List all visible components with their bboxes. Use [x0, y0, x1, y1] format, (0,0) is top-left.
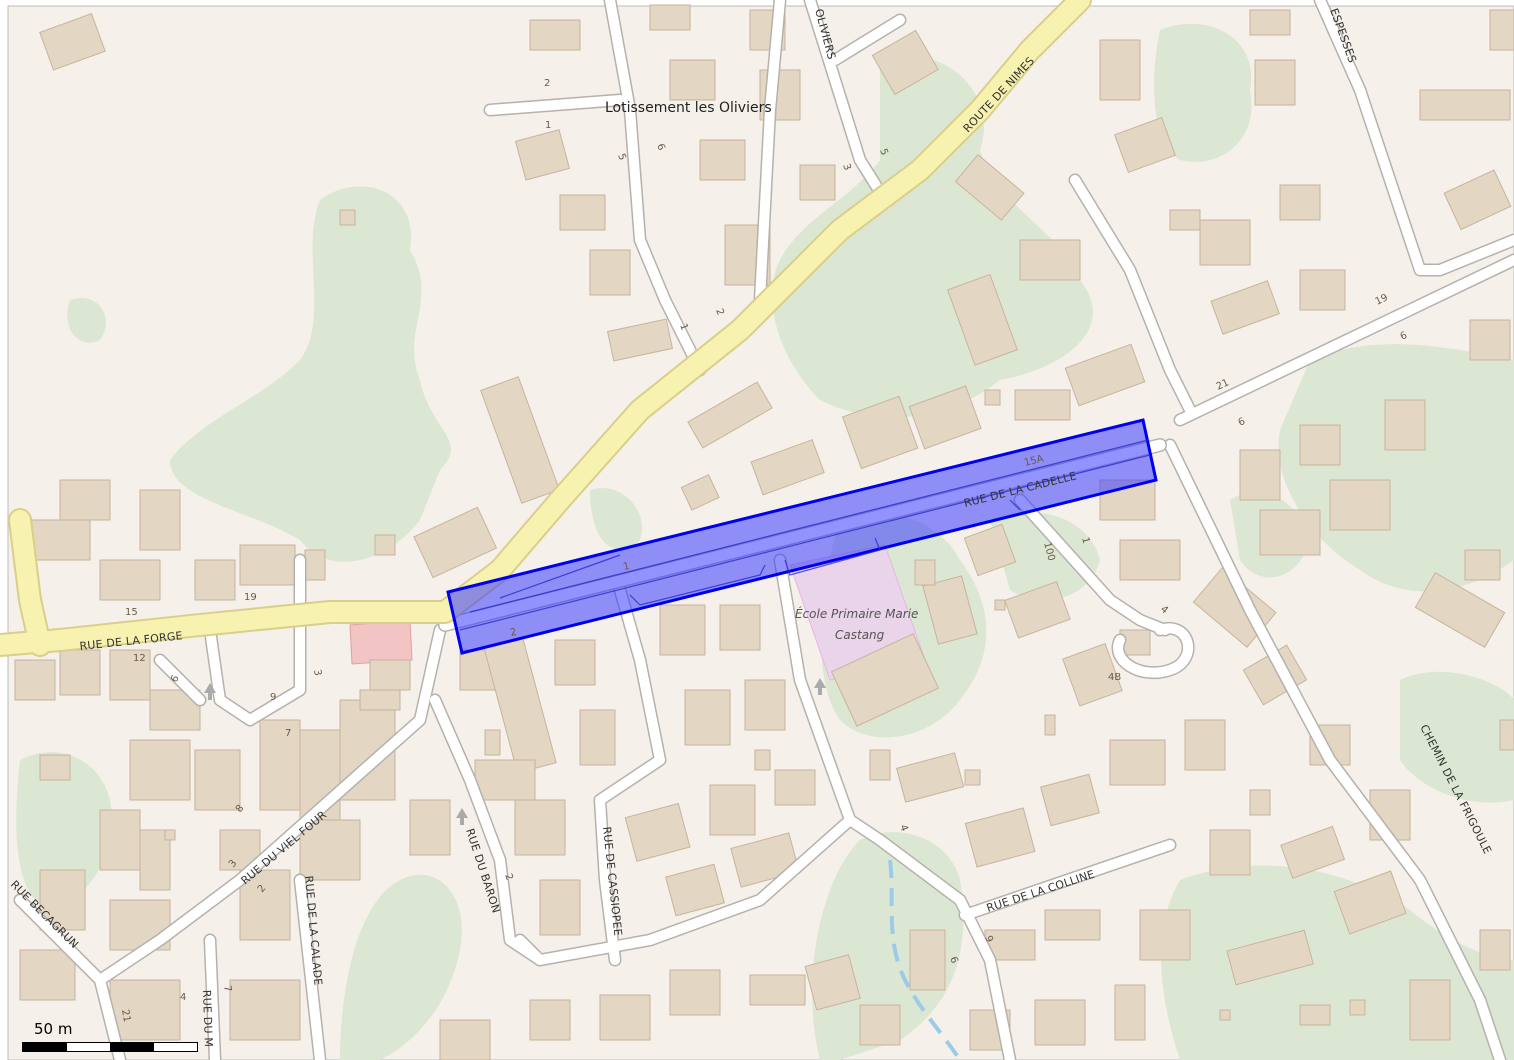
scale-segment	[110, 1043, 154, 1051]
scale-segment	[153, 1043, 197, 1051]
svg-text:15: 15	[125, 607, 138, 618]
svg-text:3: 3	[311, 669, 323, 677]
primary-roads[interactable]	[0, 0, 1092, 657]
svg-text:2: 2	[713, 307, 726, 317]
svg-text:9: 9	[270, 692, 276, 703]
svg-text:8: 8	[234, 803, 247, 815]
svg-text:9: 9	[982, 934, 995, 944]
house-numbers: 2 1 5 6 3 5 2 1 15A 1 2 19 15 12 6 9 3 7…	[119, 78, 1409, 1023]
buildings	[14, 4, 1514, 1060]
svg-text:6: 6	[1399, 330, 1409, 343]
scale-segment	[23, 1043, 67, 1051]
pink-area	[349, 619, 413, 665]
svg-text:2: 2	[509, 627, 518, 639]
svg-text:5: 5	[615, 152, 628, 162]
place-label-lotissement: Lotissement les Oliviers	[605, 100, 772, 116]
svg-text:4B: 4B	[1108, 672, 1121, 683]
selection-rue-de-la-cadelle[interactable]	[446, 418, 1158, 655]
svg-text:19: 19	[1374, 292, 1390, 307]
svg-text:2: 2	[256, 883, 269, 895]
svg-text:21: 21	[119, 1009, 132, 1023]
scale-label: 50 m	[34, 1020, 73, 1038]
svg-text:2: 2	[502, 872, 515, 882]
svg-text:3: 3	[840, 162, 853, 172]
svg-text:6: 6	[654, 142, 667, 152]
svg-text:5: 5	[877, 147, 890, 157]
svg-text:21: 21	[1215, 377, 1231, 392]
svg-text:19: 19	[244, 592, 257, 603]
selection-polygon[interactable]	[446, 418, 1158, 655]
svg-text:1: 1	[1079, 536, 1091, 545]
poi-label-school-line1: École Primaire Marie	[795, 606, 918, 621]
scale-bar-segments	[22, 1042, 198, 1052]
scale-segment	[66, 1043, 110, 1051]
scale-bar: 50 m	[22, 1020, 202, 1058]
stream	[888, 859, 962, 1060]
svg-text:100: 100	[1041, 541, 1057, 562]
svg-text:4: 4	[897, 823, 910, 833]
svg-text:2: 2	[544, 78, 550, 89]
svg-text:6: 6	[1237, 416, 1247, 429]
svg-text:7: 7	[221, 985, 233, 993]
one-way-arrows	[204, 678, 826, 825]
svg-text:12: 12	[133, 653, 146, 664]
svg-text:1: 1	[677, 322, 690, 332]
svg-text:3: 3	[227, 858, 240, 870]
svg-text:1: 1	[545, 120, 551, 131]
svg-text:4: 4	[1158, 604, 1170, 617]
svg-text:15A: 15A	[1023, 453, 1045, 468]
svg-text:6: 6	[947, 955, 960, 965]
street-label-rue-du-m: RUE DU M	[200, 990, 215, 1048]
svg-text:1: 1	[622, 561, 631, 573]
svg-text:4: 4	[180, 992, 186, 1003]
poi-label-school-line2: Castang	[835, 628, 885, 642]
svg-text:6: 6	[169, 673, 182, 684]
svg-text:7: 7	[285, 728, 291, 739]
